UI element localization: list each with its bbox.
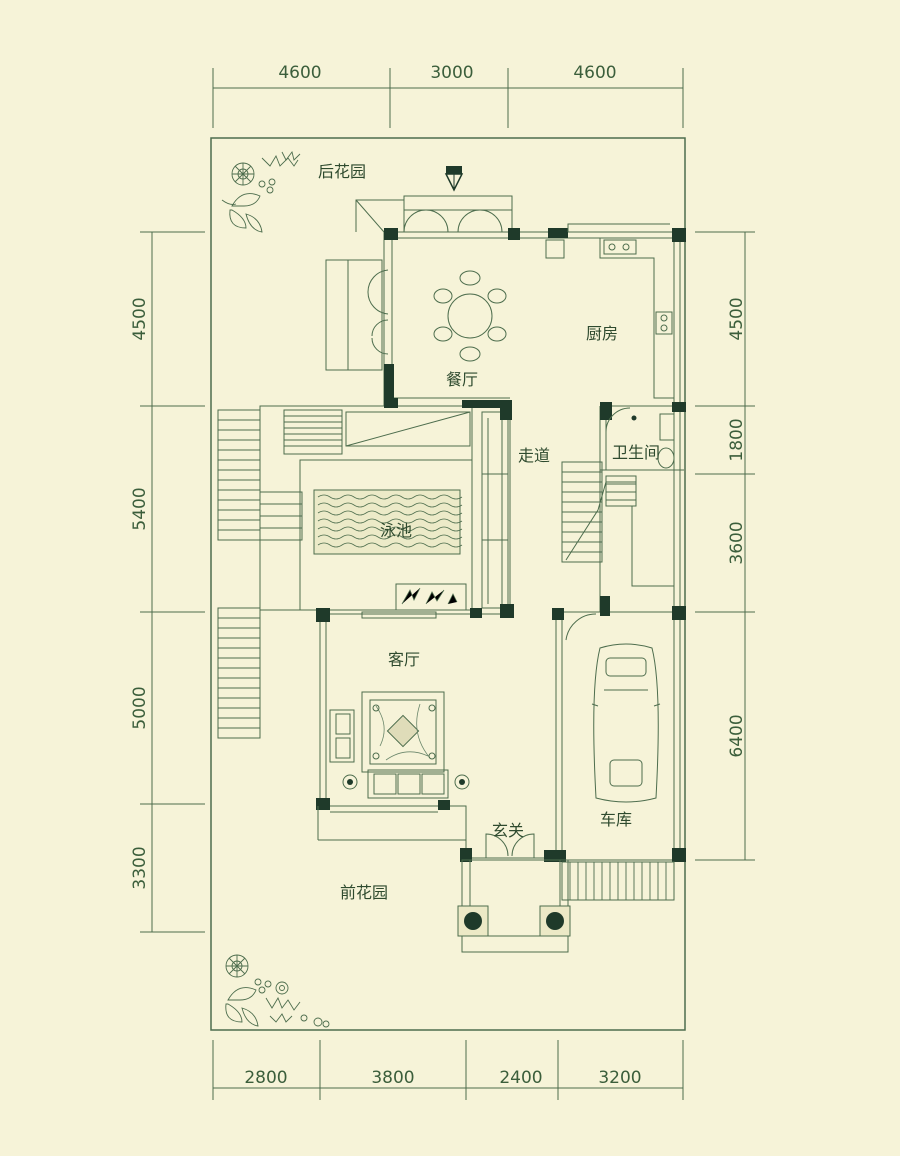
dim-left-3: 5000 [130,686,150,729]
pool-lounge-rails [481,411,509,609]
plant-back-garden [221,150,301,233]
dim-bottom-3: 2400 [499,1068,542,1088]
pool-area [259,405,509,611]
entrance-porch [317,806,571,953]
dim-bottom-2: 3800 [371,1068,414,1088]
living-room-furniture [329,611,470,813]
dim-bottom-1: 2800 [244,1068,287,1088]
dim-top-3: 4600 [573,63,616,83]
bathroom-fixtures [605,407,675,469]
pool-side-steps [259,491,303,541]
left-stairs-lower [217,607,261,739]
dim-right-3: 3600 [727,521,747,564]
left-stairs-upper [217,409,261,541]
dimension-top: 4600 3000 4600 [212,63,684,128]
garage-car [591,643,661,803]
dimension-bottom: 2800 3800 2400 3200 [212,1040,684,1100]
pool-water [317,494,463,548]
label-garage: 车库 [600,810,632,829]
dim-right-4: 6400 [727,714,747,757]
dining-doors [367,209,503,355]
label-living: 客厅 [388,650,420,669]
site-boundary [210,137,686,1031]
back-terrace [325,195,513,371]
garage-ramp [561,861,675,901]
north-arrow [444,166,464,192]
dimension-left: 4500 5400 5000 3300 [130,231,205,933]
dim-bottom-4: 3200 [598,1068,641,1088]
label-front-garden: 前花园 [340,883,388,902]
label-bathroom: 卫生间 [612,443,660,462]
dim-top-2: 3000 [430,63,473,83]
dim-right-2: 1800 [727,418,747,461]
dim-left-4: 3300 [130,846,150,889]
dining-table [433,270,507,362]
dim-right-1: 4500 [727,297,747,340]
internal-stairs [561,461,674,641]
dimension-right: 4500 1800 3600 6400 [695,231,755,861]
dim-left-2: 5400 [130,487,150,530]
label-pool: 泳池 [380,521,412,540]
kitchen-counter [545,223,674,399]
dim-left-1: 4500 [130,297,150,340]
dim-top-1: 4600 [278,63,321,83]
label-entrance: 玄关 [492,821,524,840]
label-corridor: 走道 [518,446,550,465]
walls [316,228,686,862]
plant-front-garden [225,954,330,1028]
label-back-garden: 后花园 [318,162,366,181]
label-dining: 餐厅 [446,370,478,389]
label-kitchen: 厨房 [586,324,618,343]
